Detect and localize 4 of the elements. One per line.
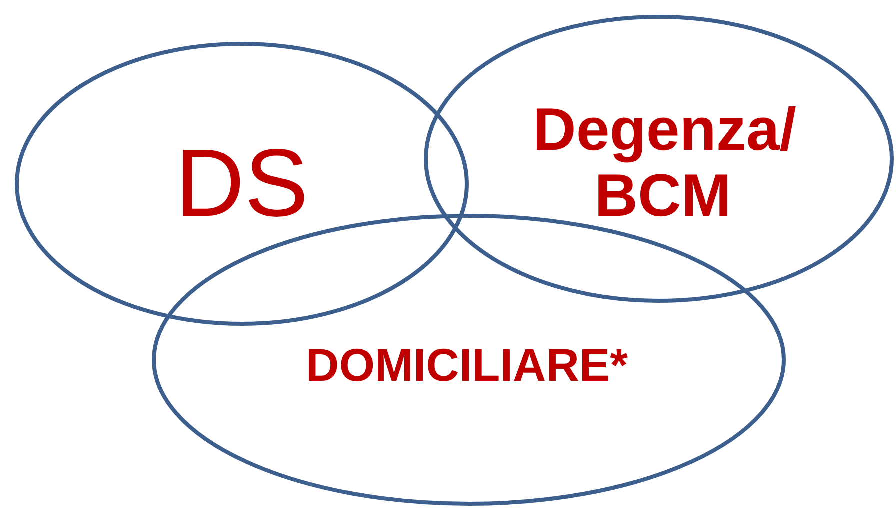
venn-ellipse <box>15 42 469 326</box>
set-label: DOMICILIARE* <box>305 340 629 390</box>
venn-ellipse <box>424 15 894 303</box>
set-label: DS <box>174 131 310 237</box>
